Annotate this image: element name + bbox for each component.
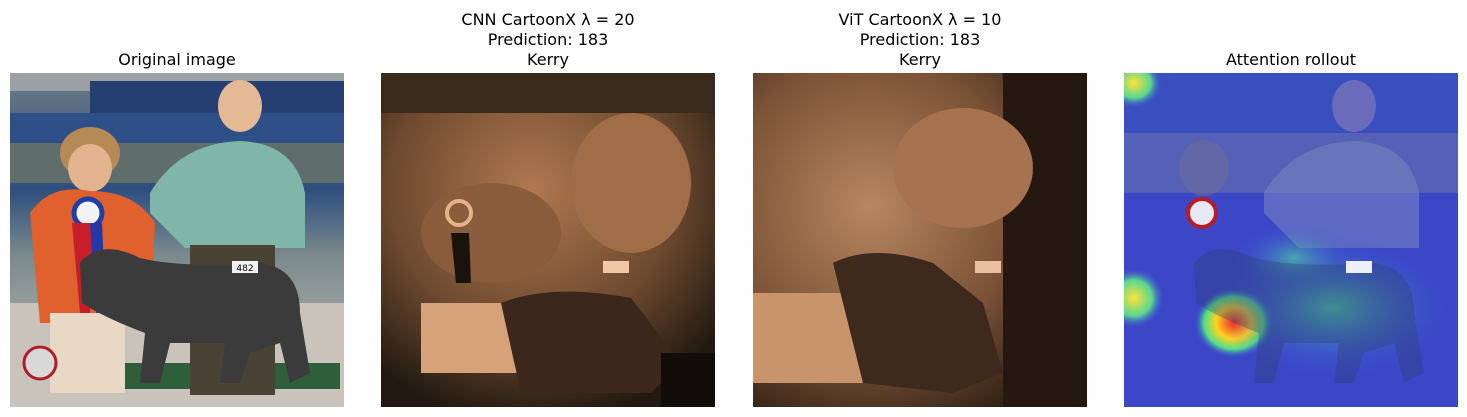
original-photo: 482 <box>10 73 344 407</box>
original-image: 482 <box>10 73 344 407</box>
panel-original: Original image <box>10 0 344 417</box>
attention-rollout-map <box>1124 73 1458 407</box>
panel-title: CNN CartoonX λ = 20 Prediction: 183 Kerr… <box>461 10 635 69</box>
number-tag: 482 <box>236 264 253 274</box>
cnn-cartoonx-image <box>381 73 715 407</box>
vit-cartoonx-map <box>753 73 1087 407</box>
panel-title: Attention rollout <box>1225 50 1357 69</box>
vit-cartoonx-image <box>753 73 1087 407</box>
attention-rollout-image <box>1124 73 1458 407</box>
panel-vit-cartoonx: ViT CartoonX λ = 10 Prediction: 183 Kerr… <box>753 0 1087 417</box>
panel-cnn-cartoonx: CNN CartoonX λ = 20 Prediction: 183 Kerr… <box>381 0 715 417</box>
panel-title: Original image <box>118 50 236 69</box>
cnn-cartoonx-map <box>381 73 715 407</box>
panel-attention-rollout: Attention rollout <box>1124 0 1458 417</box>
panel-title: ViT CartoonX λ = 10 Prediction: 183 Kerr… <box>838 10 1002 69</box>
